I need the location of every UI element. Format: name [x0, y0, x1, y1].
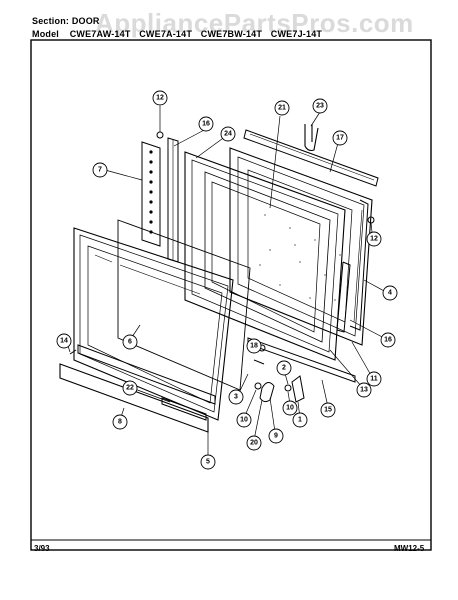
section-header: Section: DOOR [32, 16, 100, 26]
callout-bubble-10-left [236, 412, 252, 428]
watermark: AppliancePartsPros.com [95, 8, 414, 38]
callout-9: 9 [274, 433, 278, 440]
part-right-seal [349, 199, 369, 331]
part-bottom-trim [77, 344, 216, 405]
callout-bubble-10-right [282, 400, 298, 416]
callout-bubble-22 [122, 380, 138, 396]
callout-11: 11 [370, 376, 378, 383]
callout-3: 3 [234, 394, 238, 401]
footer-date: 3/93 [34, 544, 50, 553]
callout-2: 2 [282, 365, 286, 372]
callout-4: 4 [388, 290, 392, 297]
callout-14: 14 [60, 338, 68, 345]
callout-bubble-18 [332, 130, 348, 146]
callout-12-top: 12 [156, 95, 164, 102]
callout-bubble-20 [246, 435, 262, 451]
model-header: Model CWE7AW-14T CWE7A-14T CWE7BW-14T CW… [32, 29, 322, 39]
part-screw-top [156, 131, 164, 139]
part-choke-strip [336, 261, 351, 333]
callout-13: 13 [360, 387, 368, 394]
callout-7: 7 [98, 167, 102, 174]
callout-bubble-13 [356, 382, 372, 398]
callout-bubble-12-top [152, 90, 168, 106]
footer-page-code: MW12-5 [394, 544, 425, 553]
callout-1: 1 [298, 417, 302, 424]
callout-bubble-2 [276, 360, 292, 376]
callout-bubble-8 [112, 414, 128, 430]
part-front-glass [73, 227, 234, 421]
callout-bubble-21 [274, 100, 290, 116]
callout-12-right: 12 [370, 236, 378, 243]
window-screen-mesh [259, 214, 341, 301]
part-inner-window [229, 147, 373, 346]
callout-21: 21 [278, 105, 286, 112]
callout-24: 24 [224, 131, 232, 138]
callout-8: 8 [118, 419, 122, 426]
callout-6: 6 [128, 339, 132, 346]
callout-10-right: 10 [286, 405, 294, 412]
callout-bubble-5 [200, 454, 216, 470]
model-4: CWE7J-14T [270, 29, 323, 39]
callout-17: 16 [384, 337, 392, 344]
callout-15: 15 [324, 407, 332, 414]
callout-16: 16 [202, 121, 210, 128]
callout-numbers: 12 16 24 21 23 17 7 12 4 16 11 13 6 14 2… [60, 95, 392, 466]
callout-bubble-1 [292, 412, 308, 428]
callout-23: 23 [316, 103, 324, 110]
section-value: DOOR [71, 16, 100, 26]
callout-19: 18 [250, 343, 258, 350]
callout-bubble-3 [228, 389, 244, 405]
callout-bubble-6 [122, 334, 138, 350]
callout-bubble-14 [56, 333, 72, 349]
model-3: CWE7BW-14T [200, 29, 263, 39]
callout-bubble-19 [246, 338, 262, 354]
callout-bubble-23 [312, 98, 328, 114]
callout-5: 5 [206, 459, 210, 466]
model-label: Model [32, 29, 59, 39]
callout-bubble-17 [380, 332, 396, 348]
callout-10-left: 10 [240, 417, 248, 424]
callout-bubble-7 [92, 162, 108, 178]
callout-bubble-15 [320, 402, 336, 418]
callout-22: 22 [126, 385, 134, 392]
callout-bubble-12-right [366, 231, 382, 247]
callout-bubble-11 [366, 371, 382, 387]
part-clip [304, 124, 319, 152]
callout-20: 20 [250, 440, 258, 447]
callout-bubbles [56, 90, 398, 470]
part-top-gasket [243, 129, 379, 187]
part-hinge-chain [141, 141, 161, 247]
model-1: CWE7AW-14T [69, 29, 131, 39]
callout-bubble-4 [382, 285, 398, 301]
callout-18: 17 [336, 135, 344, 142]
callout-bubble-9 [268, 428, 284, 444]
part-door-frame [184, 151, 346, 361]
section-label: Section: [32, 16, 70, 26]
part-handle-bar [161, 397, 207, 421]
callout-bubble-16 [198, 116, 214, 132]
page-frame [30, 39, 432, 551]
callout-bubble-24 [220, 126, 236, 142]
leader-lines [65, 106, 387, 458]
part-vertical-channel [167, 137, 179, 263]
model-2: CWE7A-14T [139, 29, 193, 39]
